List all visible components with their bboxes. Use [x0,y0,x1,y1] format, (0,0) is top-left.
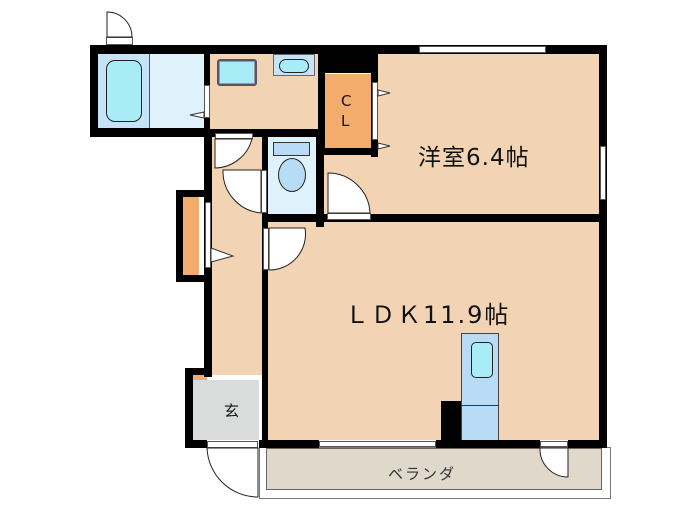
ldk [268,222,599,440]
bath-door [204,85,210,118]
closet-door [372,82,378,140]
wall [176,190,183,282]
western-room-label: 洋室6.4帖 [418,145,530,171]
kitchen-divider [461,405,499,406]
wall [318,45,325,155]
wall [185,440,207,448]
refrigerator-space [441,401,461,441]
entrance [193,380,259,440]
wall [259,440,319,448]
wall [262,222,268,447]
wall [599,45,607,447]
closet-label-l: L [341,112,350,130]
washing-machine-icon [217,59,257,86]
wall [568,440,607,448]
wall [176,275,212,282]
veranda-label: ベランダ [388,465,457,483]
wall [176,190,212,197]
toilet-tank-icon [273,142,310,156]
wall [318,148,378,155]
wall [185,368,212,375]
sink-icon [279,59,309,73]
veranda-door [540,441,568,447]
wall [185,368,193,448]
wall [90,45,218,54]
entrance-label: 玄 [224,402,240,420]
closet-label-c: C [341,92,352,110]
window-western-right [600,146,606,200]
wall [316,137,324,227]
wall [436,440,540,448]
window-ldk-bottom [319,441,436,447]
toilet-bowl-icon [278,158,306,192]
window-western-top [419,46,546,53]
wall [262,214,607,222]
bathtub-icon [106,60,142,122]
wall [204,45,607,54]
shoe-cabinet-door [205,202,211,268]
ldk-label: ＬＤＫ11.9帖 [345,301,511,329]
entrance-step [193,375,207,380]
closet [325,74,371,148]
shoe-cabinet [183,197,199,275]
western-room [378,54,599,214]
wall [90,45,98,137]
kitchen-sink-icon [471,342,493,378]
wall [204,129,324,137]
wall [90,128,210,137]
